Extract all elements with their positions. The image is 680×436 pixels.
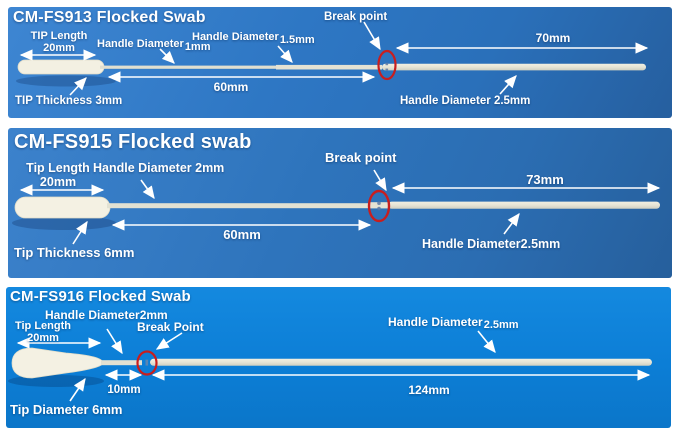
break-point-label: Break point <box>325 150 397 165</box>
swab-illustration-fs913 <box>16 21 649 96</box>
pointer-handle-1mm <box>159 48 175 64</box>
break-notch-top <box>377 201 381 205</box>
dim-124mm-label: 124mm <box>408 383 450 397</box>
panel-title: CM-FS915 Flocked swab <box>14 131 252 153</box>
tip-shadow <box>12 216 116 230</box>
panel-cm-fs915: CM-FS915 Flocked swab Tip Length 20mm Ha… <box>8 128 672 278</box>
tip-length-text: Tip Length <box>14 320 71 332</box>
handle-diameter-2-5mm-text: Handle Diameter <box>388 315 483 329</box>
handle-diameter-2-5mm-value: 2.5mm <box>483 319 519 331</box>
swab-handle-2-5mm <box>150 358 652 366</box>
dim-60mm-label: 60mm <box>213 80 249 94</box>
handle-diameter-2mm-label: Handle Diameter 2mm <box>93 161 225 175</box>
swab-handle-2mm <box>107 203 370 209</box>
handle-diameter-2-5mm-label: Handle Diameter 2.5mm <box>400 95 531 107</box>
tip-shadow <box>16 75 116 87</box>
panel-cm-fs916: CM-FS916 Flocked Swab Handle Diameter2mm… <box>6 287 671 428</box>
pointer-handle-2-5mm <box>477 330 496 353</box>
handle-diameter-1-5mm-label: Handle Diameter1.5mm <box>192 31 315 46</box>
swab-handle-1-5mm <box>276 64 382 70</box>
tip-length-label: Tip Length 20mm <box>10 320 76 345</box>
dim-60mm-label: 60mm <box>223 227 261 242</box>
tip-length-label: Tip Length 20mm <box>18 161 98 189</box>
handle-diameter-2-5mm-label: Handle Diameter2.5mm <box>388 315 519 331</box>
swab-tip <box>14 196 111 219</box>
pointer-handle-1-5mm <box>277 45 293 63</box>
swab-handle-1mm <box>100 65 280 69</box>
panel-cm-fs913: CM-FS913 Flocked Swab TIP Length 20mm Ha… <box>8 7 672 118</box>
pointer-handle-2mm <box>106 328 123 355</box>
handle-diameter-1mm-label: Handle Diameter1mm <box>97 38 211 53</box>
break-notch <box>145 359 149 366</box>
break-point-label: Break point <box>324 11 388 23</box>
pointer-tip-thickness <box>69 77 87 96</box>
pointer-handle-2mm <box>140 179 155 200</box>
dim-70mm-label: 70mm <box>535 31 571 45</box>
pointer-break-point <box>155 332 183 350</box>
break-notch-bottom <box>385 68 389 71</box>
swab-handle-2-5mm <box>388 201 660 209</box>
swab-handle-2mm <box>101 360 142 366</box>
swab-handle-2-5mm <box>382 63 646 71</box>
tip-length-text: TIP Length <box>30 30 88 42</box>
break-notch-top <box>385 62 389 66</box>
swab-tip <box>17 59 105 75</box>
tip-length-value: 20mm <box>39 175 77 189</box>
dim-73mm-label: 73mm <box>526 172 564 187</box>
break-point-circle <box>136 350 158 376</box>
tip-length-label: TIP Length 20mm <box>22 30 96 55</box>
pointer-tip-diameter <box>69 377 86 402</box>
tip-length-text: Tip Length <box>26 161 90 175</box>
swab-illustration-fs915 <box>12 169 661 245</box>
break-point-circle <box>377 49 397 81</box>
pointer-tip-thickness <box>72 220 88 245</box>
dim-10mm-label: 10mm <box>107 384 141 396</box>
pointer-break-point <box>373 169 387 192</box>
panel-title: CM-FS916 Flocked Swab <box>10 288 191 305</box>
tip-length-value: 20mm <box>27 332 59 345</box>
pointer-handle-2-5mm <box>503 212 520 235</box>
swab-tip <box>11 347 104 379</box>
swab-illustration-fs916 <box>8 328 652 402</box>
tip-length-value: 20mm <box>43 42 75 55</box>
handle-diameter-1mm-text: Handle Diameter <box>97 38 184 50</box>
tip-diameter-label: Tip Diameter 6mm <box>10 402 123 417</box>
tip-thickness-label: TIP Thickness 3mm <box>15 95 123 107</box>
handle-diameter-1mm-value: 1mm <box>184 41 211 53</box>
tip-thickness-label: Tip Thickness 6mm <box>14 245 135 260</box>
break-notch-bottom <box>377 206 381 211</box>
pointer-handle-2-5mm <box>499 75 517 95</box>
pointer-break-point <box>363 21 381 51</box>
handle-diameter-2mm-label: Handle Diameter2mm <box>45 308 168 322</box>
swab-handle-joint <box>370 202 388 209</box>
handle-diameter-2-5mm-label: Handle Diameter2.5mm <box>422 237 561 251</box>
handle-diameter-1-5mm-text: Handle Diameter <box>192 31 279 43</box>
panel-title: CM-FS913 Flocked Swab <box>13 9 206 26</box>
handle-diameter-1-5mm-value: 1.5mm <box>279 34 315 46</box>
break-point-label: Break Point <box>137 320 204 334</box>
